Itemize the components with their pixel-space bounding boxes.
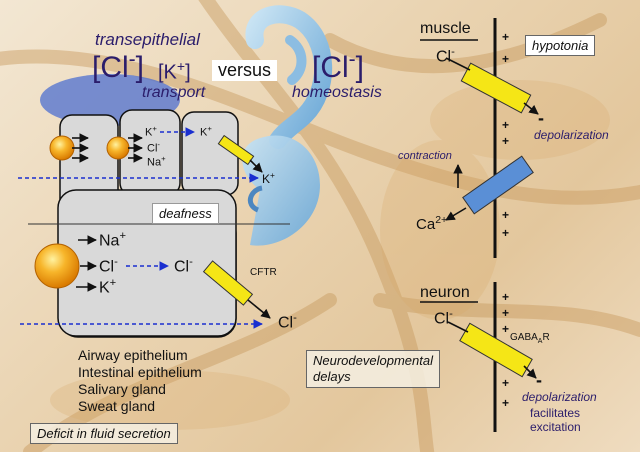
- ion-cl-cell2: Cl-: [147, 140, 160, 155]
- neuro-label-line1: Neurodevelopmental: [313, 353, 433, 368]
- muscle-minus: -: [538, 108, 544, 128]
- membrane-plus: +: [502, 30, 510, 44]
- ion-k-lower-text: K: [99, 279, 110, 297]
- ion-na-lower-sup: +: [119, 230, 126, 242]
- channel-cftr: [202, 260, 254, 306]
- neuron-minus: -: [536, 370, 542, 390]
- membrane-plus: +: [502, 208, 510, 222]
- membrane-plus: +: [502, 396, 510, 410]
- ion-k-cell3-text: K: [200, 126, 208, 139]
- header-right-cl-close: ]: [355, 51, 365, 84]
- ion-k-cell3-sup: +: [207, 124, 212, 133]
- neuron-cl-text: Cl: [434, 310, 450, 328]
- tissue-list: Airway epithelium Intestinal epithelium …: [78, 347, 202, 415]
- ion-cl-secreted-text: Cl: [278, 314, 294, 332]
- channel-neuron-gabaa: [459, 322, 533, 378]
- header-right-cl: [Cl: [312, 51, 349, 84]
- hypotonia-label: hypotonia: [525, 35, 596, 56]
- header-transepithelial: transepithelial: [95, 30, 200, 49]
- membrane-plus: +: [502, 134, 510, 148]
- ion-cl-secreted-sup: -: [293, 312, 297, 324]
- ion-na-cell2-sup: +: [161, 154, 166, 163]
- gabaa-r: R: [542, 332, 550, 343]
- neuro-label-line2: delays: [313, 369, 351, 384]
- gabaa-receptor-label: GABAAR: [510, 332, 550, 345]
- header-homeostasis: homeostasis: [292, 84, 382, 101]
- ion-cl-lower-text: Cl: [99, 258, 115, 276]
- ion-k-cell2-sup: +: [152, 124, 157, 133]
- header-k-sup: +: [176, 58, 186, 74]
- header-cl-close: ]: [135, 51, 145, 84]
- ion-na-lower-text: Na: [99, 232, 120, 250]
- muscle-contraction: contraction: [398, 150, 452, 162]
- header-k: [K: [158, 61, 177, 84]
- header-transport: transport: [142, 84, 206, 101]
- ion-k-lower-sup: +: [109, 277, 117, 289]
- neuron-excitation: excitation: [530, 420, 581, 434]
- ion-cl-intracell-sup: -: [189, 256, 193, 268]
- muscle-depolarization: depolarization: [534, 128, 609, 142]
- header-versus: versus: [212, 60, 278, 81]
- muscle-cl-sup: -: [451, 46, 455, 58]
- ion-cl-secreted: Cl-: [278, 312, 297, 332]
- tissue-item: Airway epithelium: [78, 347, 188, 363]
- ion-k-cell2: K+: [145, 124, 157, 139]
- tissue-item: Intestinal epithelium: [78, 364, 202, 380]
- membrane-plus: +: [502, 376, 510, 390]
- ion-k-lower: K+: [99, 277, 116, 297]
- muscle-ca-sup: 2+: [435, 214, 448, 226]
- muscle-cl-text: Cl: [436, 48, 452, 66]
- tissue-item: Sweat gland: [78, 398, 156, 414]
- ion-cl-intracell: Cl-: [174, 256, 193, 276]
- ion-k-outside-text: K: [262, 172, 271, 186]
- ion-k-outside: K+: [262, 170, 275, 186]
- muscle-cl: Cl-: [436, 46, 455, 66]
- ion-cl-intracell-text: Cl: [174, 258, 190, 276]
- deficit-label: Deficit in fluid secretion: [30, 423, 178, 444]
- header-right-cl-sup: -: [348, 48, 356, 71]
- neuron-title: neuron: [420, 284, 470, 301]
- header-cl-bracket: [Cl-]: [92, 48, 144, 85]
- membrane-plus: +: [502, 322, 510, 336]
- neurodevelopmental-label: Neurodevelopmental delays: [306, 350, 440, 388]
- ion-na-lower: Na+: [99, 230, 126, 250]
- neuron-cl: Cl-: [434, 308, 453, 328]
- gabaa-text: GABA: [510, 332, 538, 343]
- gabaa-sub: A: [537, 338, 543, 345]
- membrane-plus: +: [502, 226, 510, 240]
- tissue-item: Salivary gland: [78, 381, 166, 397]
- ion-cl-lower-sup: -: [114, 256, 118, 268]
- neuron-cl-sup: -: [449, 308, 453, 320]
- header-right-cl-bracket: [Cl-]: [312, 48, 364, 85]
- muscle-ca: Ca2+: [416, 214, 447, 233]
- neuron-facilitates: facilitates: [530, 406, 581, 420]
- ion-cl-cell2-sup: -: [157, 140, 160, 149]
- ion-na-cell2-text: Na: [147, 156, 162, 169]
- ion-k-cell3: K+: [200, 124, 212, 139]
- channel-muscle-ca: [462, 155, 534, 215]
- muscle-title: muscle: [420, 20, 471, 37]
- membrane-plus: +: [502, 118, 510, 132]
- muscle-ca-text: Ca: [416, 216, 436, 233]
- deafness-label: deafness: [152, 203, 219, 224]
- membrane-plus: +: [502, 306, 510, 320]
- ion-cl-cell2-text: Cl: [147, 142, 158, 155]
- header-k-bracket: [K+]: [158, 58, 191, 85]
- membrane-plus: +: [502, 52, 510, 66]
- ion-k-cell2-text: K: [145, 126, 153, 139]
- stratified-cells: [57, 109, 239, 338]
- neuron-depolarization: depolarization: [522, 390, 597, 404]
- membrane-plus: +: [502, 290, 510, 304]
- header-cl-sup: -: [128, 48, 136, 71]
- header-k-close: ]: [185, 61, 191, 84]
- ion-na-cell2: Na+: [147, 154, 166, 169]
- header-cl: [Cl: [92, 51, 129, 84]
- ion-cl-lower: Cl-: [99, 256, 118, 276]
- ion-k-outside-sup: +: [270, 170, 275, 180]
- cftr-label: CFTR: [250, 267, 277, 278]
